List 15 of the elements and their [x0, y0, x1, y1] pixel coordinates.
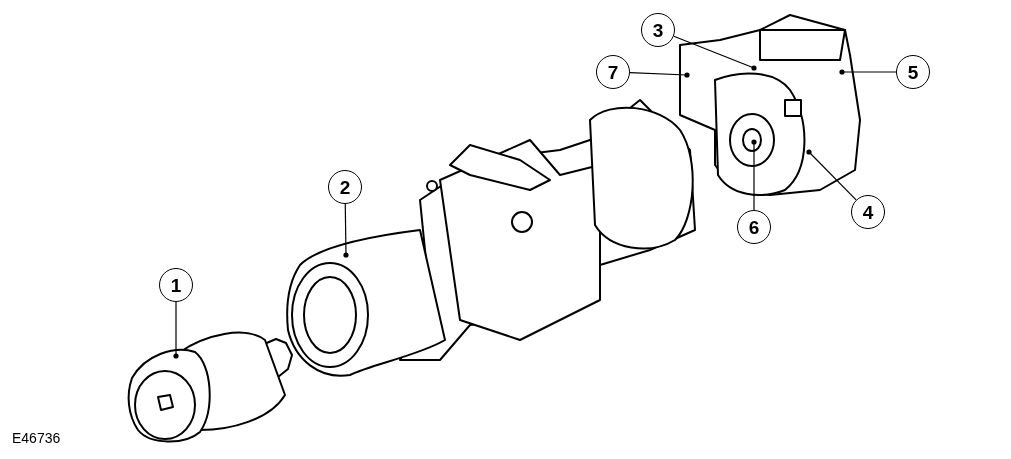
- callout-number: 6: [737, 210, 771, 244]
- callout-number: 7: [596, 55, 630, 89]
- callout-number: 1: [159, 268, 193, 302]
- figure-code: E46736: [12, 430, 61, 446]
- leader-line: [343, 203, 349, 258]
- leader-line: [173, 301, 179, 359]
- leader-line: [806, 149, 857, 201]
- callout-number: 4: [851, 195, 885, 229]
- leader-line: [839, 69, 897, 75]
- callout-number: 2: [328, 170, 362, 204]
- leader-line: [673, 35, 757, 71]
- leader-line: [629, 72, 690, 78]
- callout-number: 3: [641, 13, 675, 47]
- leader-line: [751, 139, 757, 211]
- callout-number: 5: [896, 55, 930, 89]
